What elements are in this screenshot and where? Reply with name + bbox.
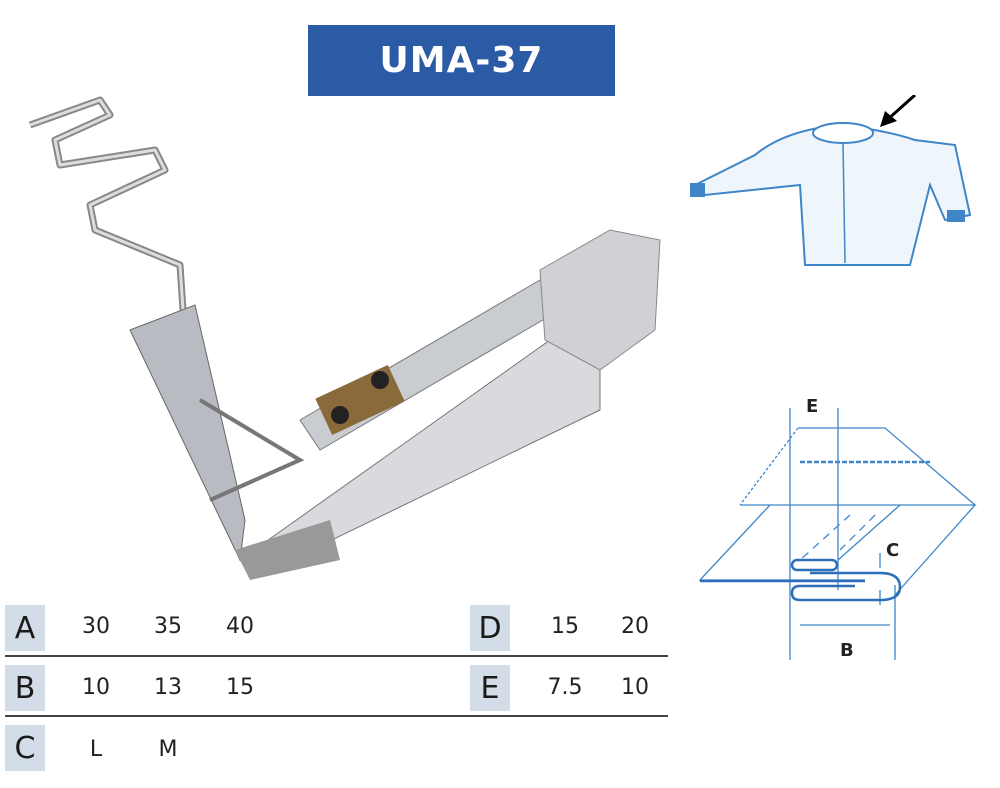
spec-value: L xyxy=(89,737,103,762)
spec-value: M xyxy=(158,737,178,762)
spec-value: 10 xyxy=(82,675,110,700)
pointer-arrow-icon xyxy=(880,95,916,127)
dimension-label-e: E xyxy=(806,396,819,417)
spec-label-b: B xyxy=(5,665,45,711)
dimension-label-c: C xyxy=(886,540,900,561)
spec-label-c: C xyxy=(5,725,45,771)
spec-value: 30 xyxy=(82,614,110,639)
spec-label-a: A xyxy=(5,605,45,651)
binder-attachment-photo xyxy=(28,96,661,580)
spec-label-d: D xyxy=(470,605,510,651)
spec-value: 35 xyxy=(154,614,182,639)
sweater-illustration xyxy=(690,95,972,266)
spec-value: 13 xyxy=(154,675,182,700)
spec-label-e: E xyxy=(470,665,510,711)
fold-diagram: E C B xyxy=(690,390,1000,670)
spec-value: 7.5 xyxy=(547,675,583,700)
product-title: UMA-37 xyxy=(308,25,615,96)
spec-value: 15 xyxy=(551,614,579,639)
spec-value: 10 xyxy=(621,675,649,700)
spec-value: 15 xyxy=(226,675,254,700)
row-divider xyxy=(5,655,668,657)
spec-value: 20 xyxy=(621,614,649,639)
dimension-label-b: B xyxy=(840,640,854,661)
row-divider xyxy=(5,715,668,717)
spec-value: 40 xyxy=(226,614,254,639)
